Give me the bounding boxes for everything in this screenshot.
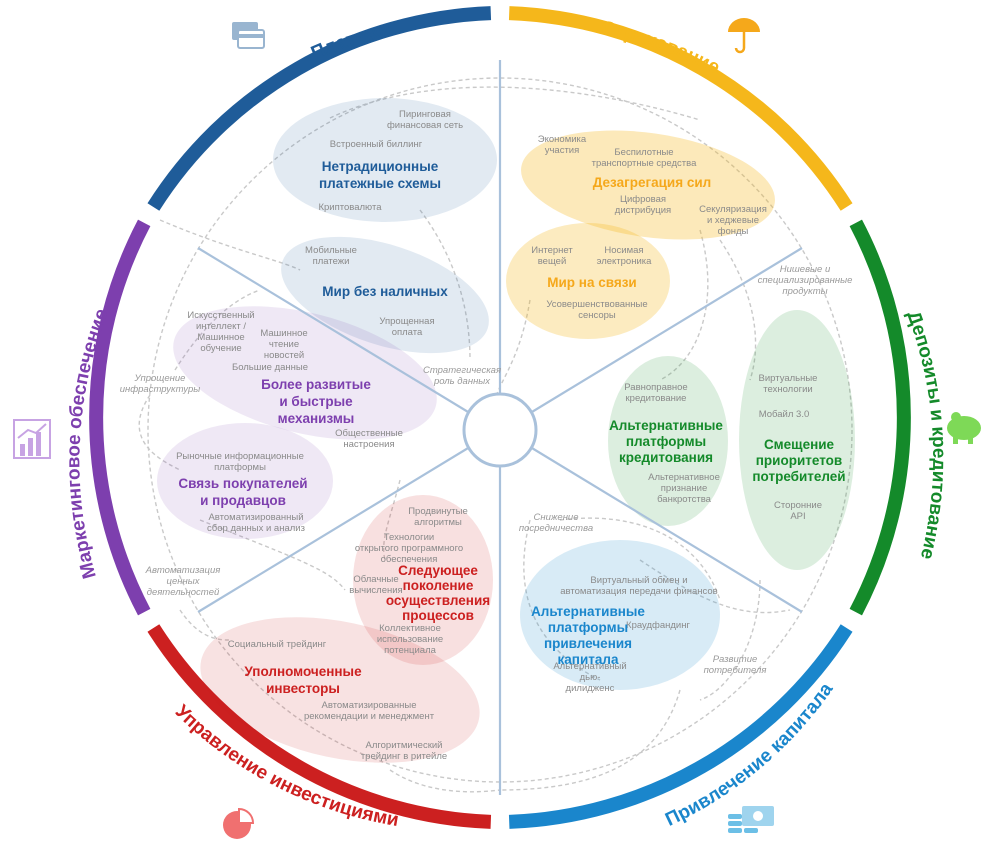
credit-card-icon: [232, 22, 265, 49]
cluster-bg-smarter: [173, 306, 437, 440]
umbrella-icon: [728, 18, 760, 54]
cluster-bg-alt-payments: [273, 98, 497, 222]
pie-chart-icon: [223, 807, 255, 839]
cluster-bg-investors: [200, 617, 480, 763]
center-hub: [462, 392, 538, 468]
cluster-bg-connected: [506, 223, 670, 339]
cluster-bg-buyers: [157, 423, 333, 539]
cluster-disaggregation-title: Дезагрегация сил: [593, 175, 711, 190]
ring-arc-investment: [147, 624, 492, 829]
cluster-alt-payments-item: Встроенный биллинг: [330, 139, 423, 150]
ring-arc-capital: [508, 624, 853, 829]
cluster-connected-title: Мир на связи: [547, 275, 636, 290]
cluster-preferences-item: Мобайл 3.0: [759, 409, 810, 420]
cluster-bg-cashless: [281, 236, 489, 354]
piggy-bank-icon: [947, 412, 981, 444]
ring-arc-market: [89, 219, 151, 616]
cluster-bg-disaggregation: [521, 130, 775, 240]
ring-arc-payments: [147, 6, 492, 211]
cluster-cashless-title: Мир без наличных: [322, 284, 448, 299]
coins-banknote-icon: [728, 806, 774, 833]
cluster-alt-capital-item: Краудфандинг: [626, 620, 690, 631]
cluster-bg-next-gen: [353, 495, 493, 665]
cluster-investors-item: Социальный трейдинг: [228, 639, 327, 650]
cluster-shapes: [157, 98, 855, 763]
ring-arc-insurance: [508, 6, 853, 211]
spokes: [197, 60, 803, 795]
segment-title-payments: Платежи: [308, 19, 392, 64]
connector-lines: [138, 77, 853, 793]
ring-arc-deposits: [849, 219, 911, 616]
cluster-bg-alt-lending: [608, 356, 728, 526]
cluster-bg-preferences: [739, 310, 855, 570]
cluster-smarter-item: Большие данные: [232, 362, 308, 373]
outer-ring: [89, 6, 911, 829]
bar-chart-icon: [13, 419, 51, 459]
segment-title-insurance: Страхование: [599, 18, 723, 79]
cluster-bg-alt-capital: [520, 540, 720, 690]
cluster-alt-payments-item: Криптовалюта: [318, 202, 382, 213]
